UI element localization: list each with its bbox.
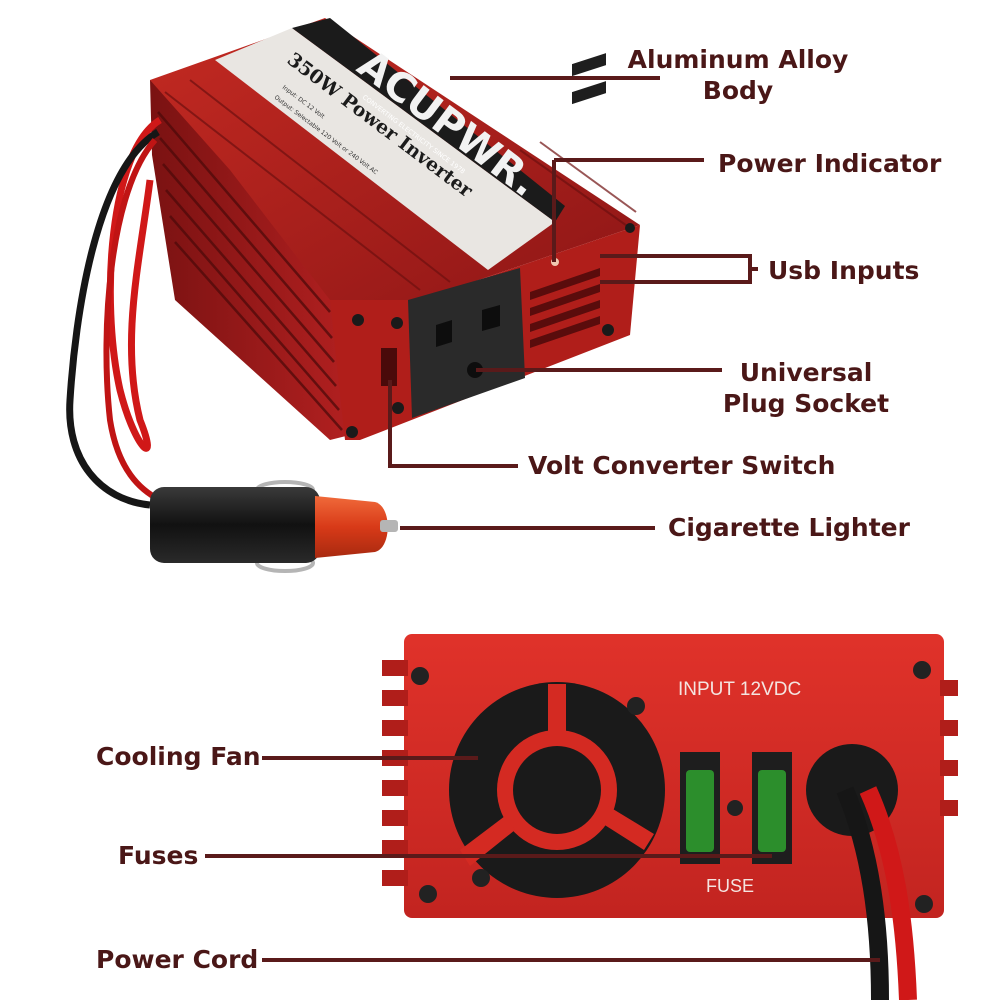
- fan-inner: [513, 746, 601, 834]
- rear-panel-unit: INPUT 12VDC FUSE: [382, 634, 958, 1000]
- socket-holes-right: [482, 305, 500, 331]
- universal-socket: [408, 268, 525, 418]
- leader-lines: [205, 76, 880, 962]
- top-fins: [164, 79, 637, 291]
- label-aluminum-body: Aluminum Alloy Body: [618, 44, 858, 106]
- usb-port-2: [572, 81, 606, 105]
- usb-port-1: [572, 53, 606, 77]
- fuse-2: [758, 770, 786, 852]
- label-aluminum-body-line1: Aluminum Alloy: [627, 45, 849, 74]
- red-cable-2: [103, 137, 162, 503]
- label-universal-socket-line1: Universal: [739, 358, 873, 387]
- label-cooling-fan: Cooling Fan: [96, 742, 261, 771]
- side-fins: [157, 111, 343, 431]
- rear-fin-edges: [382, 660, 958, 886]
- front-screws: [346, 223, 635, 438]
- lighter-plug: [150, 480, 398, 573]
- label-aluminum-body-line2: Body: [702, 76, 774, 105]
- label-universal-socket-line2: Plug Socket: [722, 389, 890, 418]
- label-volt-switch: Volt Converter Switch: [528, 451, 836, 480]
- fan-guard-spokes: [460, 684, 654, 866]
- label-usb-inputs: Usb Inputs: [768, 256, 920, 285]
- rear-cord-black: [836, 786, 889, 1000]
- label-power-cord: Power Cord: [96, 945, 259, 974]
- label-universal-socket: Universal Plug Socket: [706, 357, 906, 419]
- volt-switch: [381, 348, 397, 386]
- label-panel: [215, 28, 555, 270]
- red-cable: [106, 117, 162, 452]
- rear-input-text: INPUT 12VDC: [678, 679, 801, 700]
- label-cigarette-lighter: Cigarette Lighter: [668, 513, 910, 542]
- rear-fuse-text: FUSE: [706, 876, 754, 896]
- front-vents: [530, 268, 600, 348]
- rear-cord-red: [859, 786, 917, 1000]
- brand-strip: [292, 18, 565, 222]
- socket-holes-left: [436, 320, 452, 347]
- rear-screws: [411, 661, 933, 913]
- inverter-side: [150, 80, 352, 440]
- inverter-unit: ACUPWR. CONVERTING ELECTRICITY SINCE 197…: [66, 18, 640, 573]
- black-cable: [66, 129, 160, 509]
- label-power-indicator: Power Indicator: [718, 149, 942, 178]
- fuse-1: [686, 770, 714, 852]
- socket-ground-hole: [467, 362, 483, 378]
- label-fuses: Fuses: [118, 841, 199, 870]
